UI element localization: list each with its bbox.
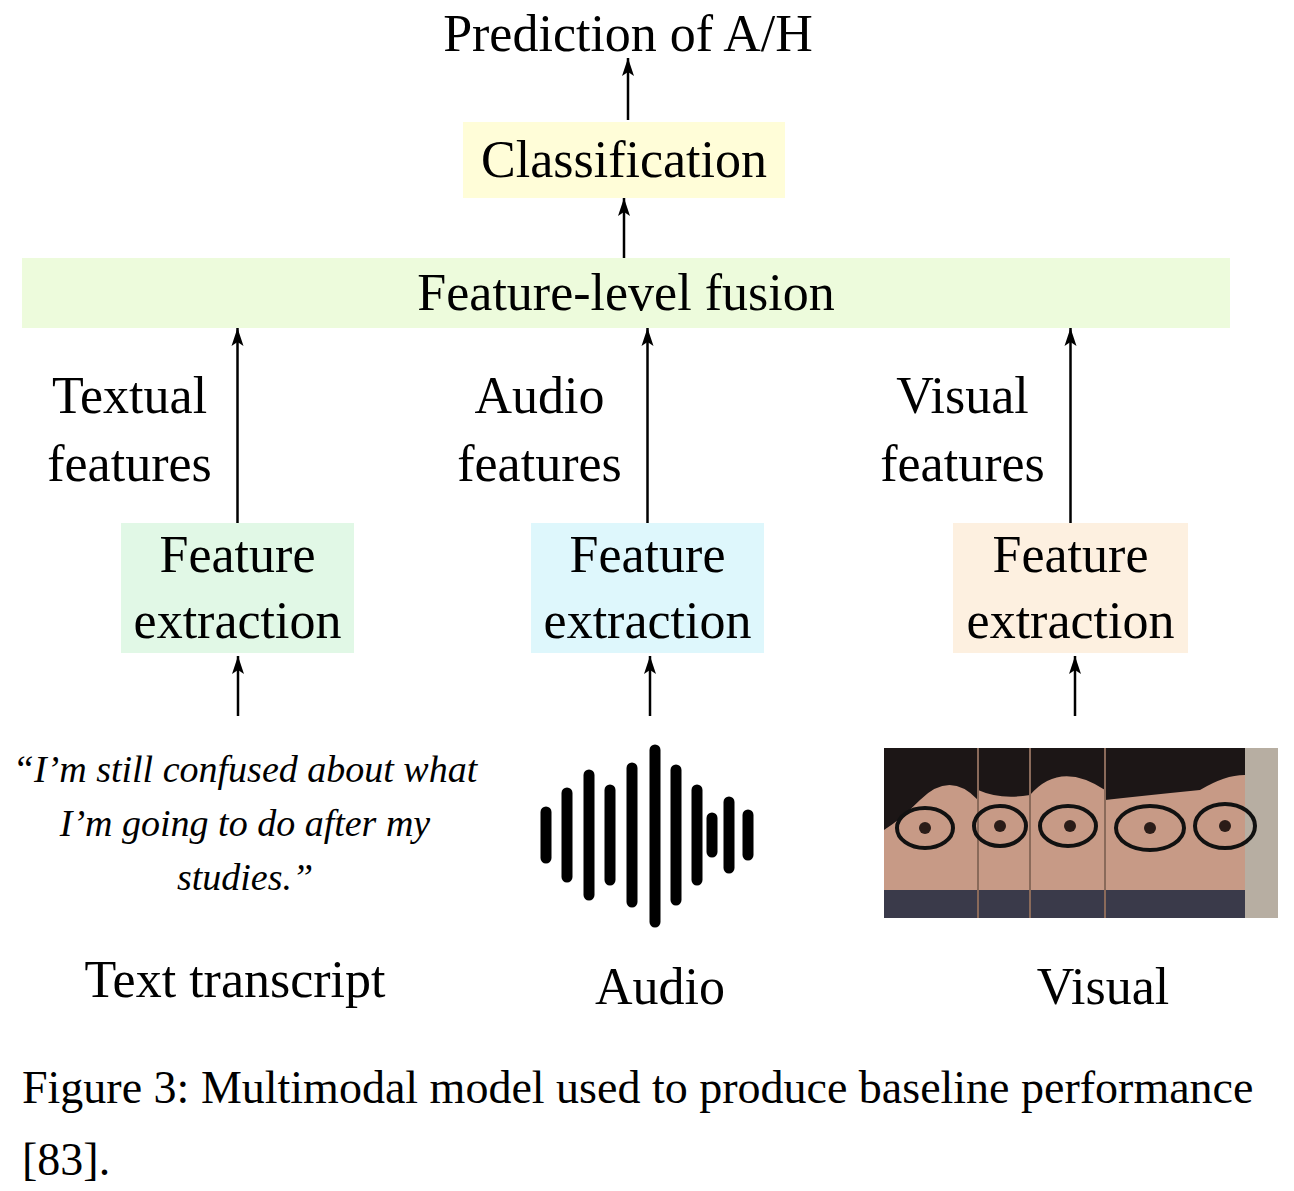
process-box: Feature extraction bbox=[953, 523, 1188, 653]
output-label: Prediction of A/H bbox=[318, 2, 938, 66]
process-box: Classification bbox=[463, 122, 785, 198]
output-arrow bbox=[627, 58, 630, 120]
connector-arrow bbox=[623, 198, 626, 258]
connector-arrow bbox=[646, 328, 649, 523]
node-text: Feature-level fusion bbox=[417, 261, 834, 325]
connector-layer bbox=[238, 198, 1071, 523]
edge-label: Visual features bbox=[863, 362, 1063, 498]
input-arrow bbox=[649, 656, 652, 716]
modality-label: Visual bbox=[1003, 955, 1203, 1019]
edge-label: Audio features bbox=[440, 362, 640, 498]
process-box: Feature extraction bbox=[531, 523, 764, 653]
fusion-band: Feature-level fusion bbox=[22, 258, 1230, 328]
node-text: Feature extraction bbox=[953, 522, 1188, 654]
input-arrow bbox=[1074, 656, 1077, 716]
figure-caption: Figure 3: Multimodal model used to produ… bbox=[22, 1052, 1290, 1191]
process-box: Feature extraction bbox=[121, 523, 354, 653]
waveform-icon bbox=[546, 750, 748, 922]
input-arrow bbox=[237, 656, 240, 716]
node-text: Classification bbox=[481, 128, 767, 192]
node-text: Feature extraction bbox=[531, 522, 764, 654]
edge-label: Textual features bbox=[30, 362, 230, 498]
quote-text: “I’m still confused about what I’m going… bbox=[10, 742, 480, 904]
static-arrows bbox=[238, 58, 1075, 716]
node-text: Feature extraction bbox=[121, 522, 354, 654]
connector-arrow bbox=[1069, 328, 1072, 523]
modality-label: Audio bbox=[560, 955, 760, 1019]
connector-arrow bbox=[236, 328, 239, 523]
modality-label: Text transcript bbox=[35, 948, 435, 1012]
face-frames bbox=[884, 748, 1278, 918]
